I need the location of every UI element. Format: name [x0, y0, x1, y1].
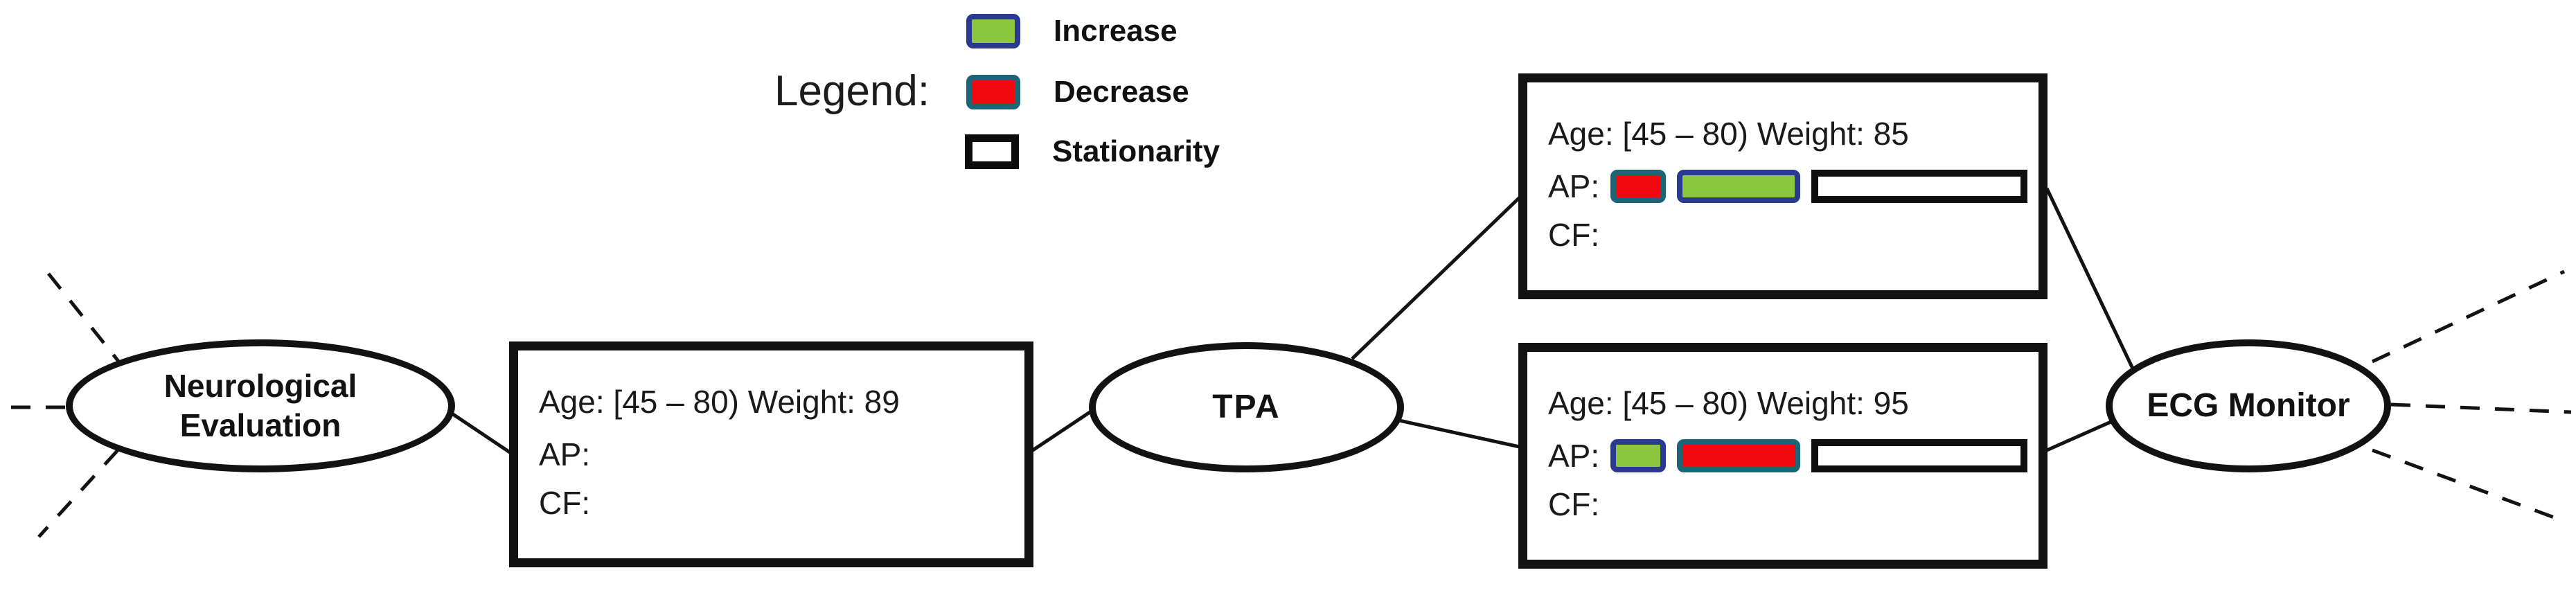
dashed-stub-ecg-upper-right: [2371, 269, 2566, 364]
stationarity-trend-swatch: [1811, 439, 2028, 472]
node-label: Neurological: [163, 367, 357, 404]
ap-row: AP:: [1548, 436, 2028, 475]
legend-item-increase: Increase: [966, 14, 1178, 48]
node-tpa: TPA: [1089, 342, 1404, 472]
legend-decrease-label: Decrease: [1054, 75, 1189, 109]
decrease-trend-swatch: [1610, 170, 1667, 203]
increase-trend-swatch: [1677, 170, 1801, 203]
legend-item-decrease: Decrease: [966, 75, 1189, 109]
dashed-stub-neuro-lower-left: [37, 449, 119, 538]
stationarity-trend-swatch: [1811, 170, 2028, 203]
node-ecg-monitor: ECG Monitor: [2106, 339, 2391, 472]
edge-tpa-box-to-tpa: [1029, 408, 1094, 454]
age-weight-text: Age: [45 – 80) Weight: 95: [1548, 385, 1909, 421]
dashed-stub-ecg-right: [2390, 402, 2572, 414]
increase-swatch-icon: [966, 14, 1020, 48]
increase-trend-swatch: [1610, 439, 1667, 472]
edge-tpa-to-ecg-bottom-box: [1398, 418, 1523, 450]
cf-label: CF:: [539, 485, 591, 521]
stationarity-swatch-icon: [965, 134, 1019, 169]
legend-title: Legend:: [774, 67, 930, 115]
legend-increase-label: Increase: [1054, 14, 1178, 48]
legend-item-stationarity: Stationarity: [965, 134, 1220, 169]
attr-box-ecg-top: Age: [45 – 80) Weight: 85 AP: CF:: [1518, 73, 2048, 299]
decrease-trend-swatch: [1677, 439, 1801, 472]
dashed-stub-ecg-lower-right: [2372, 448, 2557, 520]
edge-tpa-to-ecg-top-box: [1351, 195, 1522, 360]
age-weight-text: Age: [45 – 80) Weight: 89: [539, 384, 900, 420]
attr-box-tpa: Age: [45 – 80) Weight: 89 AP: CF:: [509, 341, 1033, 567]
cf-row: CF:: [1548, 215, 1599, 254]
decrease-swatch-icon: [966, 75, 1020, 109]
ap-row: AP:: [1548, 167, 2028, 206]
dashed-stub-neuro-upper-left: [47, 272, 121, 364]
cf-label: CF:: [1548, 486, 1600, 522]
node-label: ECG Monitor: [2147, 387, 2350, 424]
cf-row: CF:: [1548, 485, 1599, 524]
edge-neuro-to-tpa-box: [447, 409, 515, 457]
age-weight-text: Age: [45 – 80) Weight: 85: [1548, 116, 1909, 152]
ap-row: AP:: [539, 435, 590, 474]
node-neurological-evaluation: Neurological Evaluation: [66, 339, 455, 472]
attr-box-ecg-bottom: Age: [45 – 80) Weight: 95 AP: CF:: [1518, 343, 2048, 569]
cf-label: CF:: [1548, 217, 1600, 253]
node-label: TPA: [1212, 389, 1281, 425]
ap-label: AP:: [1548, 168, 1600, 204]
edge-ecg-top-box-to-ecg: [2045, 187, 2135, 371]
edge-ecg-bottom-box-to-ecg: [2045, 418, 2115, 452]
ap-label: AP:: [1548, 438, 1600, 474]
legend-stationarity-label: Stationarity: [1052, 134, 1220, 168]
node-label: Evaluation: [179, 407, 341, 443]
ap-label: AP:: [539, 436, 591, 472]
cf-row: CF:: [539, 483, 590, 522]
